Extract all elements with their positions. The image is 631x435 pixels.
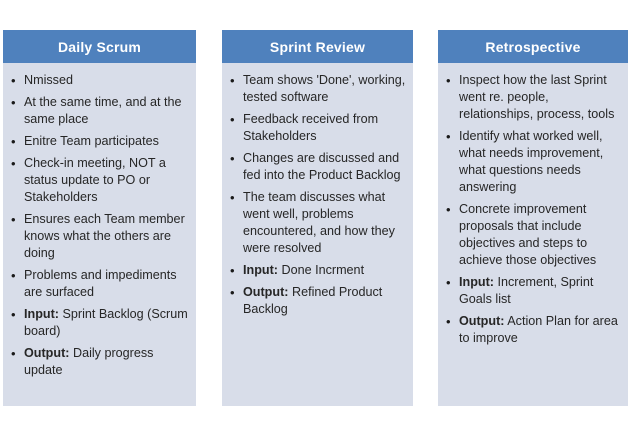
column-sprint-review: Sprint Review Team shows 'Done', working… [222,30,413,406]
list-item: Input: Done Incrment [229,262,408,279]
bullet-list: Team shows 'Done', working, tested softw… [229,72,408,318]
list-item: Ensures each Team member knows what the … [10,211,191,262]
item-label: Input: [459,275,494,289]
column-header: Retrospective [438,30,628,63]
column-title: Sprint Review [269,38,366,55]
list-item: The team discusses what went well, probl… [229,189,408,257]
column-header: Daily Scrum [3,30,196,63]
list-item: Check-in meeting, NOT a status update to… [10,155,191,206]
list-item: Identify what worked well, what needs im… [445,128,623,196]
list-item: At the same time, and at the same place [10,94,191,128]
item-label: Output: [24,346,70,360]
list-item: Input: Sprint Backlog (Scrum board) [10,306,191,340]
column-body: Inspect how the last Sprint went re. peo… [438,63,628,406]
item-label: Input: [24,307,59,321]
column-header: Sprint Review [222,30,413,63]
list-item: Output: Refined Product Backlog [229,284,408,318]
list-item: Enitre Team participates [10,133,191,150]
column-title: Daily Scrum [57,38,142,55]
list-item: Concrete improvement proposals that incl… [445,201,623,269]
list-item: Input: Increment, Sprint Goals list [445,274,623,308]
list-item: Output: Action Plan for area to improve [445,313,623,347]
list-item: Changes are discussed and fed into the P… [229,150,408,184]
list-item: Problems and impediments are surfaced [10,267,191,301]
item-label: Output: [459,314,505,328]
item-label: Output: [243,285,289,299]
list-item: Output: Daily progress update [10,345,191,379]
bullet-list: Nmissed At the same time, and at the same… [10,72,191,379]
item-label: Input: [243,263,278,277]
bullet-list: Inspect how the last Sprint went re. peo… [445,72,623,347]
column-retrospective: Retrospective Inspect how the last Sprin… [438,30,628,406]
list-item: Team shows 'Done', working, tested softw… [229,72,408,106]
list-item: Nmissed [10,72,191,89]
list-item: Inspect how the last Sprint went re. peo… [445,72,623,123]
column-title: Retrospective [485,38,581,55]
column-daily-scrum: Daily Scrum Nmissed At the same time, and… [3,30,196,406]
column-body: Nmissed At the same time, and at the same… [3,63,196,406]
list-item: Feedback received from Stakeholders [229,111,408,145]
column-body: Team shows 'Done', working, tested softw… [222,63,413,406]
